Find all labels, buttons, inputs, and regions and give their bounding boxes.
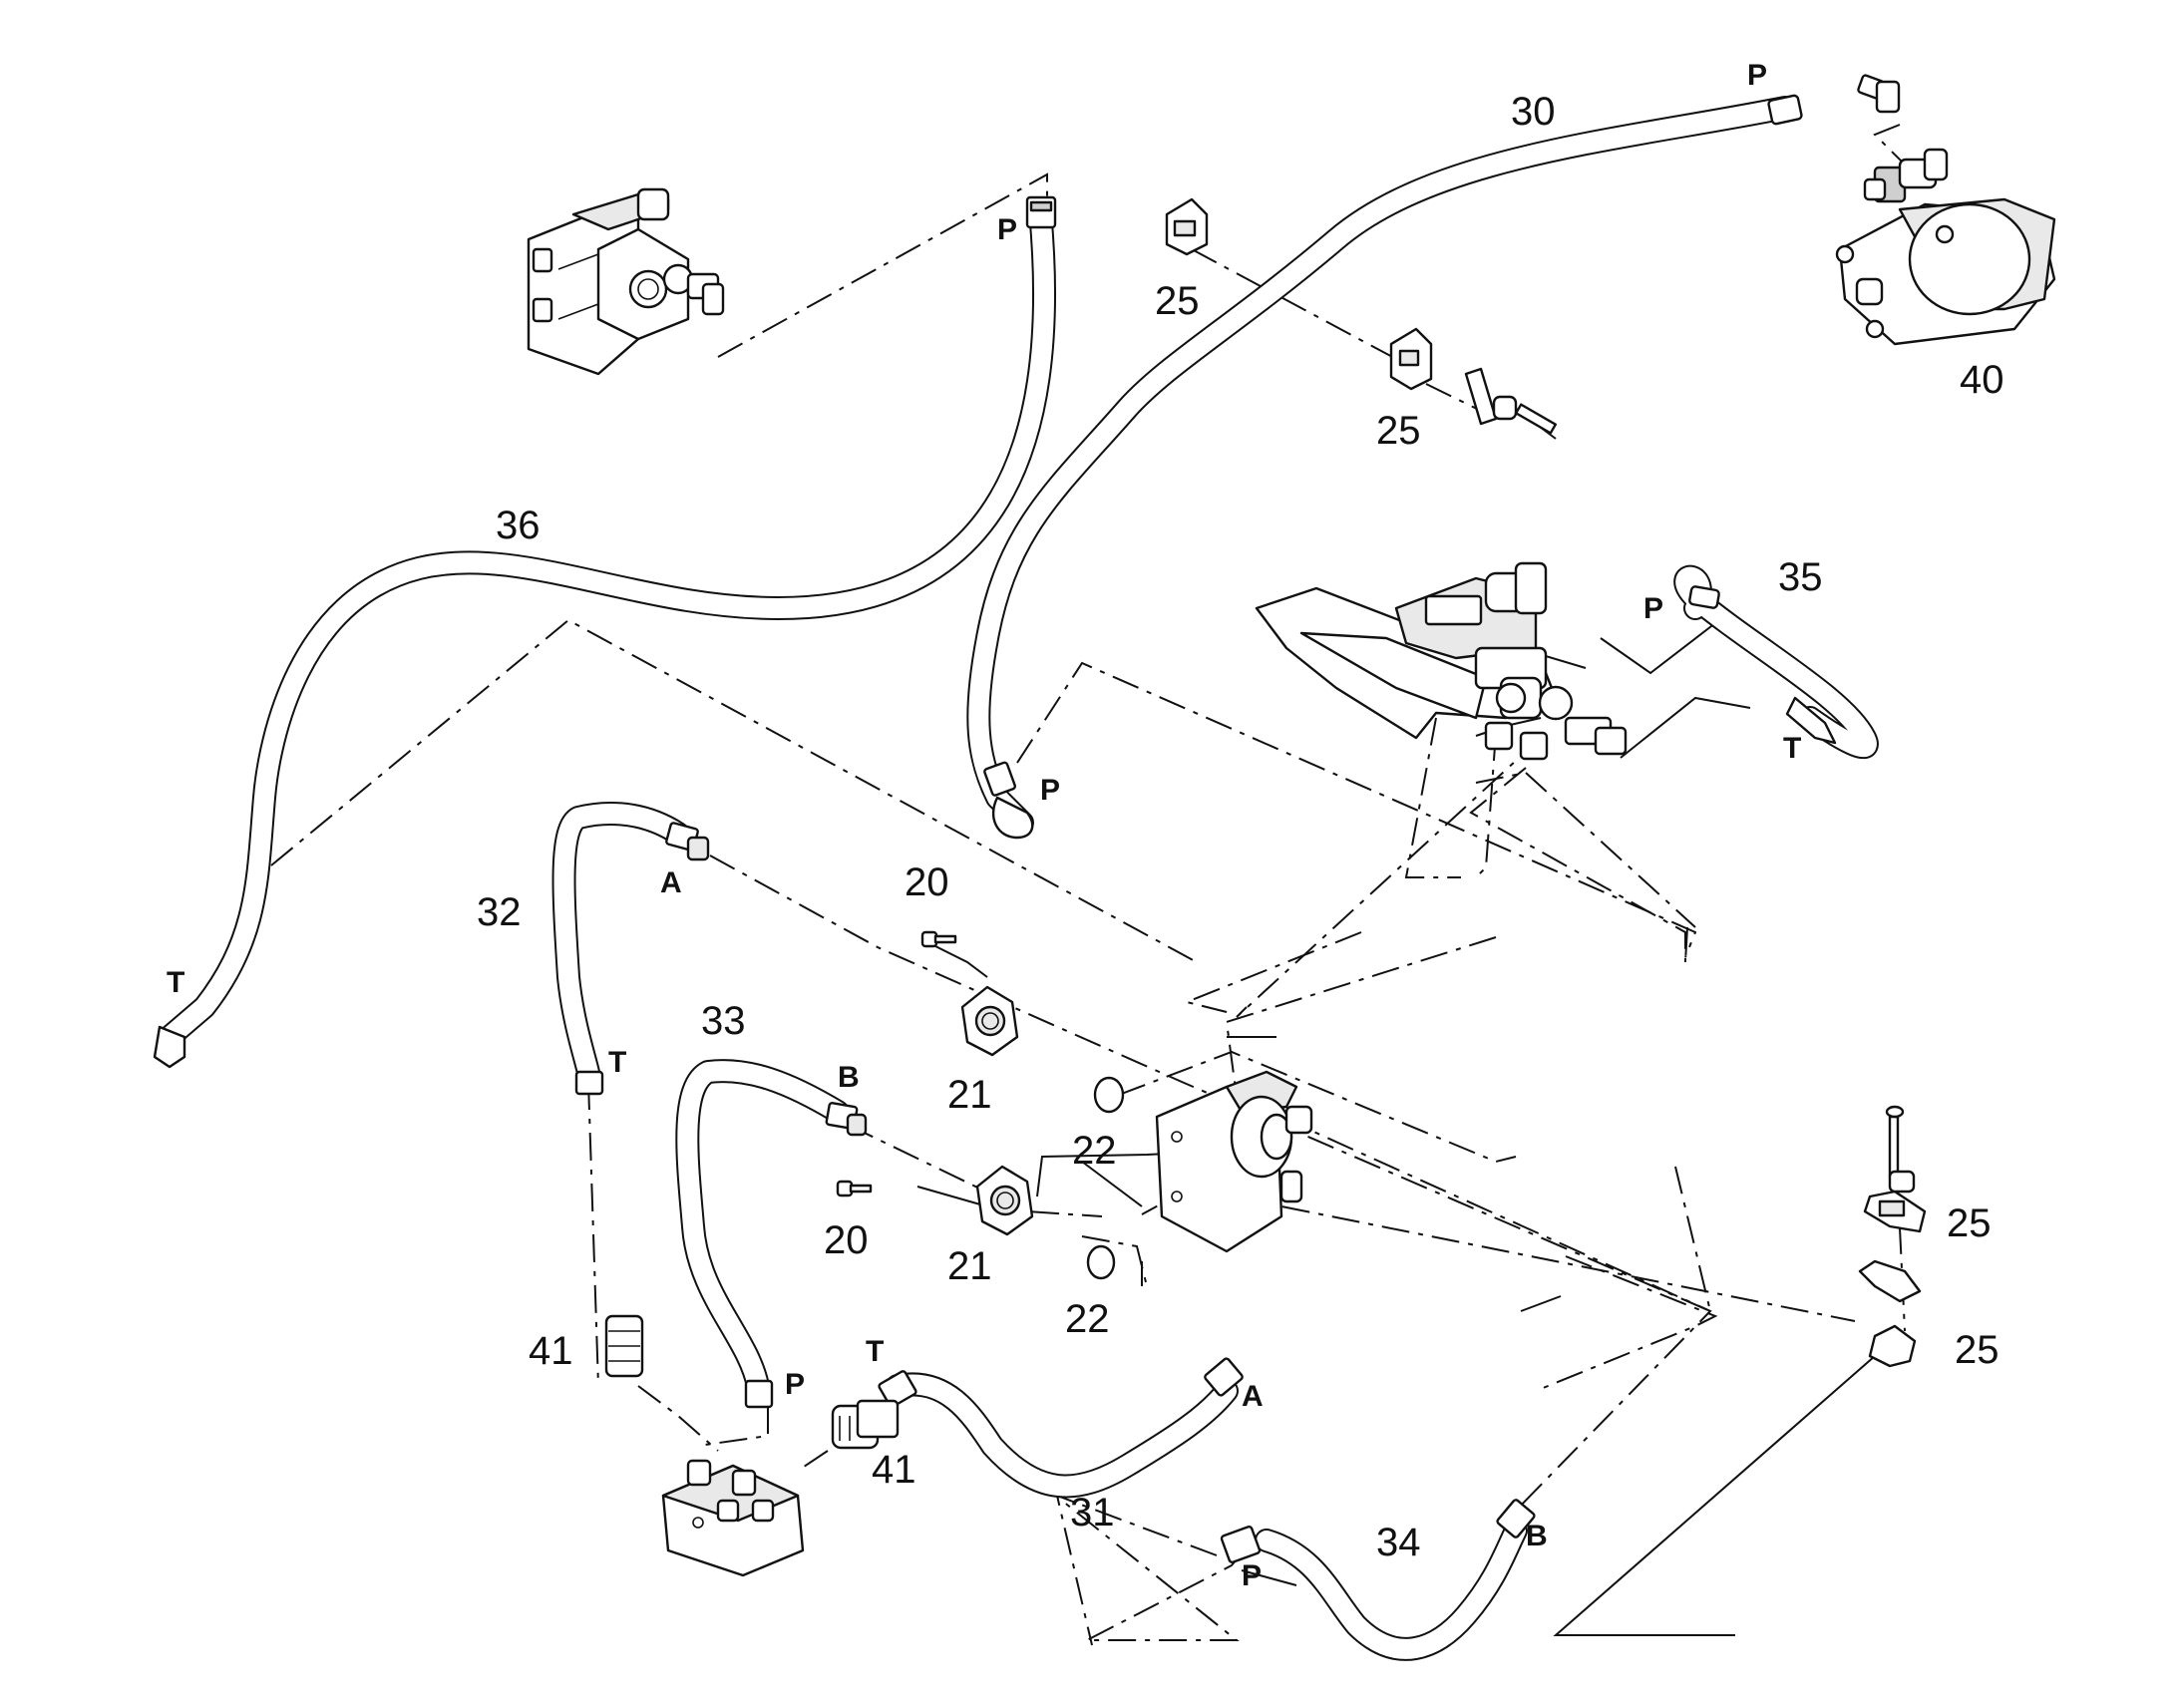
callout-32: 32 (477, 890, 522, 934)
hose-clamp-icon (1165, 197, 1927, 1368)
callout-41: 41 (529, 1329, 573, 1373)
hydraulic-pump-icon (1835, 74, 2056, 346)
callout-34: 34 (1376, 1521, 1421, 1564)
port-b: B (838, 1061, 860, 1094)
callout-20: 20 (824, 1218, 869, 1262)
callout-20: 20 (905, 860, 949, 904)
o-ring-icon (1086, 1076, 1125, 1280)
port-t: T (608, 1046, 626, 1079)
hose-33 (675, 1059, 850, 1398)
callout-21: 21 (947, 1244, 992, 1288)
tank-valve-icon (1255, 561, 1628, 761)
callout-30: 30 (1511, 90, 1556, 134)
port-p: P (785, 1368, 805, 1401)
hose-fittings (153, 94, 1837, 1563)
port-p: P (1643, 592, 1663, 625)
hose-32 (551, 802, 690, 1094)
callout-22: 22 (1065, 1297, 1110, 1341)
port-a: A (660, 866, 682, 899)
callout-25: 25 (1955, 1328, 1999, 1372)
callout-numbers: 30 25 25 40 36 35 20 32 33 21 22 20 21 2… (477, 90, 2004, 1564)
port-labels: P P P P T T A T B P T A P B (167, 59, 1801, 1592)
flange-icon (960, 985, 1034, 1236)
callout-25: 25 (1376, 409, 1421, 453)
port-a: A (1242, 1380, 1264, 1413)
callout-35: 35 (1778, 555, 1823, 599)
hose-35 (1673, 564, 1879, 760)
port-t: T (167, 966, 184, 999)
callout-21: 21 (947, 1073, 992, 1117)
callout-31: 31 (1070, 1491, 1115, 1535)
port-p: P (1747, 59, 1767, 92)
callout-40: 40 (1960, 358, 2004, 402)
port-p: P (1040, 774, 1060, 807)
callout-41: 41 (872, 1448, 916, 1492)
port-p: P (1242, 1559, 1262, 1592)
port-b: B (1526, 1520, 1548, 1552)
hose-30 (966, 96, 1797, 835)
callout-36: 36 (496, 504, 541, 547)
valve-block-icon (527, 187, 725, 376)
callout-22: 22 (1072, 1129, 1117, 1173)
port-t: T (1783, 732, 1801, 765)
callout-25: 25 (1155, 279, 1200, 323)
hose-31 (886, 1372, 1239, 1499)
manifold-block-icon (661, 1459, 805, 1577)
bolt-icon (836, 930, 957, 1197)
leader-lines (270, 124, 1906, 1646)
port-t: T (866, 1335, 884, 1368)
hose-36 (158, 199, 1057, 1049)
callout-33: 33 (701, 999, 746, 1043)
adapter-icon (604, 1314, 900, 1450)
callout-25: 25 (1947, 1201, 1992, 1245)
hose-34 (1255, 1519, 1528, 1661)
motor-icon (1155, 1070, 1313, 1253)
port-p: P (997, 213, 1017, 246)
